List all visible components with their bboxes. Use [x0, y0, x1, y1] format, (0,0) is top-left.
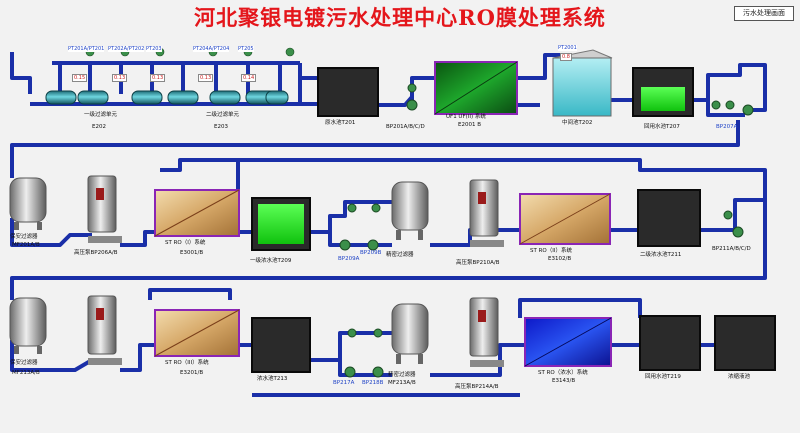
- security-filter-2-label: 保安过滤器: [10, 360, 38, 366]
- hp-pump-3-label: 高压泵BP214A/B: [455, 384, 499, 390]
- t211-label: 二级浓水池T211: [640, 252, 682, 258]
- ro1-label: ST RO（I）系统: [165, 240, 206, 246]
- raw-water-tank[interactable]: [317, 67, 379, 117]
- pump-bp201-label: BP201A/B/C/D: [386, 124, 425, 130]
- precision-filter-1-label: 精密过滤器: [386, 252, 414, 258]
- valve-icon[interactable]: [285, 47, 295, 57]
- ro-system-3[interactable]: [154, 309, 240, 357]
- page-title: 河北聚银电镀污水处理中心RO膜处理系统: [194, 5, 606, 30]
- pump-bp209[interactable]: [339, 203, 381, 251]
- tank-level-tag: PT2001: [558, 45, 577, 51]
- precision-filter-vessel-1[interactable]: [391, 181, 429, 240]
- pressure-tag: PT204A/PT204: [193, 46, 230, 52]
- raw-tank-label: 原水池T201: [325, 120, 356, 126]
- pump-bp207-label: BP207A: [716, 124, 738, 130]
- t207-label: 回用水池T207: [644, 124, 680, 130]
- hp-pump-2-label: 高压泵BP210A/B: [456, 260, 500, 266]
- ro4-id: E3143/B: [552, 378, 576, 384]
- intermediate-tank-label: 中间池T202: [562, 120, 593, 126]
- ro1-id: E3001/B: [180, 250, 204, 256]
- pressure-tag: PT203: [146, 46, 162, 52]
- pump-bp211[interactable]: [723, 210, 744, 238]
- ro4-label: ST RO（浓水）系统: [538, 370, 588, 376]
- wastewater-screen-button[interactable]: 污水处理画面: [734, 6, 794, 21]
- prefilter-cylinder[interactable]: [45, 90, 77, 105]
- prefilter-cylinder[interactable]: [131, 90, 163, 105]
- pressure-readout: 0.13: [112, 74, 128, 82]
- ro3-id: E3201/B: [180, 370, 204, 376]
- hp-pump-4[interactable]: [469, 297, 504, 367]
- filter-group-1-id: E202: [92, 124, 106, 130]
- pressure-readout: 0.15: [72, 74, 88, 82]
- tank-level-readout: 0.8: [560, 53, 572, 61]
- security-filter-vessel-2[interactable]: [9, 297, 47, 354]
- t209-label: 一级浓水池T209: [250, 258, 292, 264]
- pressure-readout: 0.14: [241, 74, 257, 82]
- hp-pump-3[interactable]: [87, 295, 122, 365]
- hp-pump-2[interactable]: [469, 179, 504, 247]
- ro-system-concentrate[interactable]: [524, 317, 612, 367]
- t219-label: 回用水池T219: [645, 374, 681, 380]
- security-filter-2-id: MF213A/B: [12, 370, 40, 376]
- pipe-network: [10, 52, 767, 397]
- ro2-id: E3102/B: [548, 256, 572, 262]
- pump-bp211-label: BP211A/B/C/D: [712, 246, 751, 252]
- filter-group-2-label: 二级过滤单元: [206, 112, 240, 118]
- pump-bp217[interactable]: [344, 328, 384, 378]
- reuse-water-tank-t219[interactable]: [639, 315, 701, 371]
- pressure-readout: 0.13: [198, 74, 214, 82]
- filter-group-1-label: 一级过滤单元: [84, 112, 118, 118]
- t213-label: 浓水池T213: [257, 376, 288, 382]
- precision-filter-vessel-2[interactable]: [391, 303, 429, 364]
- pump-bp201[interactable]: [406, 83, 418, 111]
- concentrate-liquid-tank[interactable]: [714, 315, 776, 371]
- concentrate-tank-t213[interactable]: [251, 317, 311, 373]
- pump-bp209-label: BP209A: [338, 256, 360, 262]
- prefilter-cylinder[interactable]: [209, 90, 241, 105]
- security-filter-1-id: MF201A/B: [12, 242, 40, 248]
- precision-filter-2-label: 精密过滤器: [388, 372, 416, 378]
- final-tank-label: 浓缩液池: [728, 374, 751, 380]
- pressure-readout: 0.13: [150, 74, 166, 82]
- uf-system-id: E2001 B: [458, 122, 481, 128]
- pressure-tag: PT205: [238, 46, 254, 52]
- pressure-tag: PT201A/PT201: [68, 46, 105, 52]
- ro-system-2[interactable]: [519, 193, 611, 245]
- security-filter-1-label: 保安过滤器: [10, 234, 38, 240]
- pump-bp218-label: BP218B: [362, 380, 384, 386]
- prefilter-cylinder[interactable]: [167, 90, 199, 105]
- ro-system-1[interactable]: [154, 189, 240, 237]
- prefilter-cylinder[interactable]: [77, 90, 109, 105]
- ro2-label: ST RO（II）系统: [530, 248, 572, 254]
- hp-pump-1[interactable]: [87, 175, 122, 243]
- pressure-tag: PT202A/PT202: [108, 46, 145, 52]
- precision-filter-2-id: MF213A/B: [388, 380, 416, 386]
- secondary-concentrate-tank-t211[interactable]: [637, 189, 701, 247]
- hp-pump-1-label: 高压泵BP206A/B: [74, 250, 118, 256]
- pump-bp207[interactable]: [711, 100, 754, 116]
- prefilter-cartridge-bank: [45, 47, 295, 105]
- uf-system[interactable]: [434, 61, 518, 115]
- intermediate-water-tank[interactable]: [552, 49, 613, 117]
- pump-bp217-label: BP217A: [333, 380, 355, 386]
- green-level-t209: [258, 204, 304, 244]
- prefilter-cylinder[interactable]: [265, 90, 289, 105]
- pump-bp209b-label: BP209B: [360, 250, 382, 256]
- green-level-t207: [641, 87, 685, 111]
- ro3-label: ST RO（III）系统: [165, 360, 209, 366]
- filter-group-2-id: E203: [214, 124, 228, 130]
- security-filter-vessel-1[interactable]: [9, 177, 47, 230]
- uf-system-label: UF1 UF(II) 系统: [446, 114, 486, 120]
